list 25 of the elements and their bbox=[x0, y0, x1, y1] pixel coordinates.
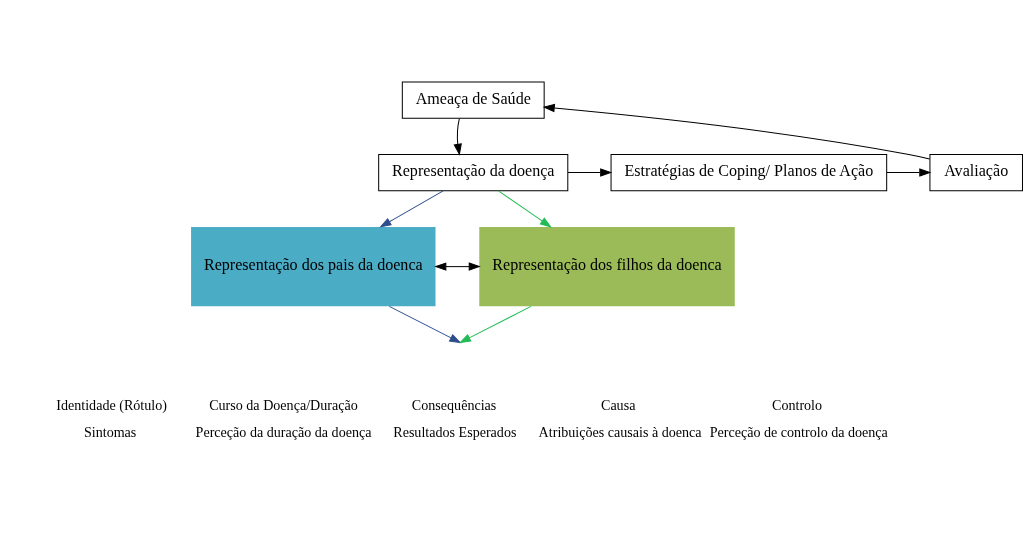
arrow bbox=[379, 190, 444, 228]
label: Perceção da duração da doença bbox=[195, 424, 372, 441]
node-box: Representação da doença bbox=[378, 153, 569, 192]
arrow bbox=[453, 118, 462, 156]
arrow bbox=[886, 168, 932, 177]
arrow bbox=[388, 305, 462, 344]
node-box: Estratégias de Coping/ Planos de Ação bbox=[610, 153, 888, 192]
node-box: Representação dos pais da doenca bbox=[191, 226, 436, 307]
arrow bbox=[434, 262, 481, 271]
node-box: Avaliação bbox=[929, 153, 1023, 192]
label: Causa bbox=[600, 396, 636, 413]
label: Resultados Esperados bbox=[393, 424, 517, 441]
node-box: Representação dos filhos da doenca bbox=[479, 226, 735, 307]
label: Curso da Doença/Duração bbox=[209, 396, 358, 413]
label: Atribuições causais à doenca bbox=[538, 424, 702, 441]
arrow bbox=[458, 305, 532, 344]
arrow bbox=[542, 103, 931, 160]
label: Consequências bbox=[411, 396, 497, 413]
label: Controlo bbox=[772, 396, 823, 413]
label: Perceção de controlo da doença bbox=[709, 424, 888, 441]
arrow bbox=[497, 190, 552, 228]
label: Sintomas bbox=[83, 424, 137, 441]
label: Identidade (Rótulo) bbox=[56, 396, 167, 413]
arrow bbox=[567, 168, 613, 177]
node-box: Ameaça de Saúde bbox=[401, 81, 545, 119]
